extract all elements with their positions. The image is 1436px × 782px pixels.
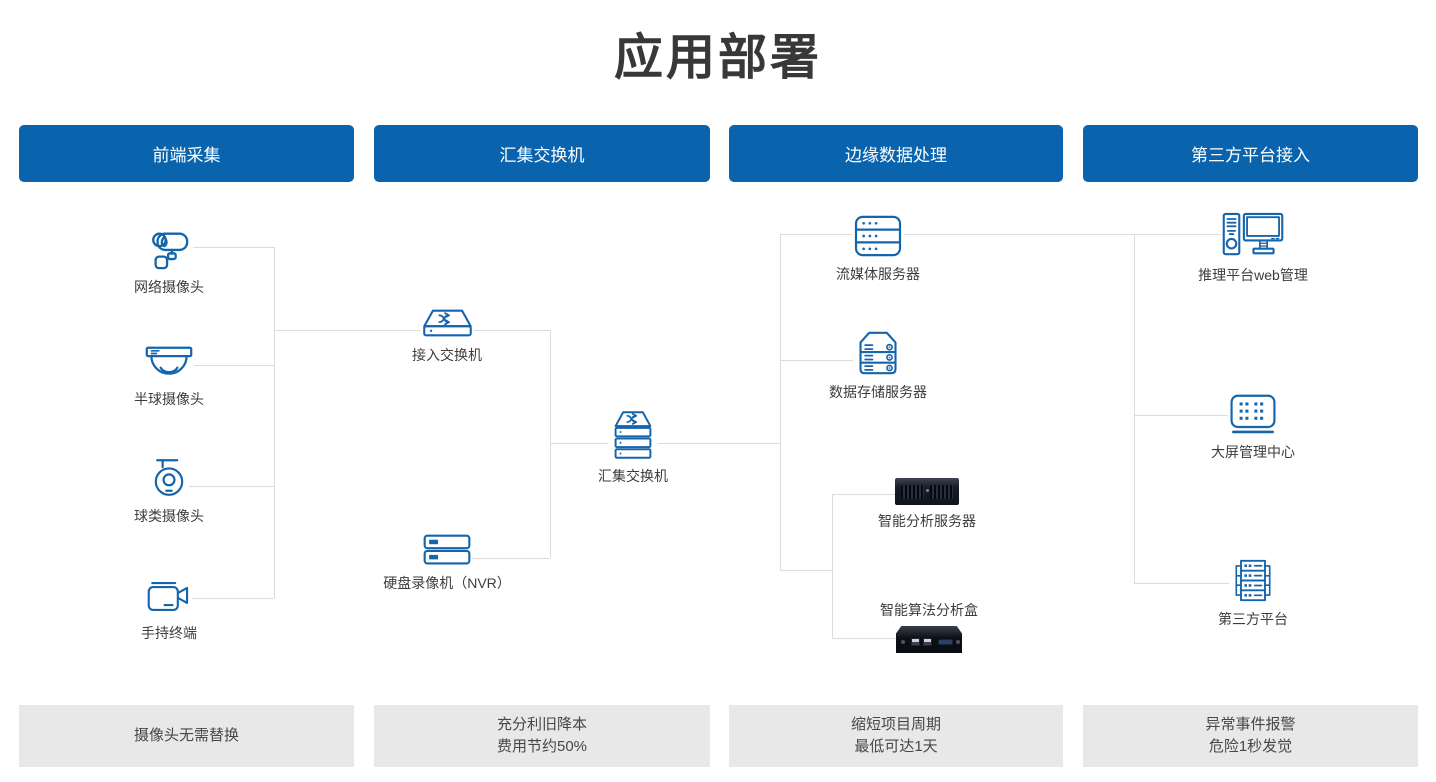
node-handheld-terminal: 手持终端: [109, 580, 229, 643]
connector-line: [780, 234, 781, 570]
connector-line: [194, 365, 274, 366]
footer-line: 充分利旧降本: [496, 716, 587, 733]
connector-line: [193, 247, 274, 248]
server-cluster-icon: [1229, 558, 1277, 603]
connector-line: [274, 330, 420, 331]
node-nvr: 硬盘录像机（NVR）: [362, 533, 532, 593]
node-label: 推理平台web管理: [1198, 267, 1308, 283]
connector-line: [1134, 234, 1135, 583]
node-label: 智能分析服务器: [878, 513, 976, 529]
node-label: 流媒体服务器: [836, 266, 920, 282]
node-label: 球类摄像头: [134, 508, 204, 524]
node-label: 第三方平台: [1218, 611, 1288, 627]
led-wall-icon: [1228, 393, 1278, 436]
node-inference-platform: 推理平台web管理: [1173, 211, 1333, 285]
node-aggregation-switch: 汇集交换机: [573, 410, 693, 486]
desktop-computer-icon: [1221, 211, 1285, 259]
rack-server-photo: [895, 478, 959, 505]
switch-icon: [419, 308, 476, 339]
node-ball-camera: 球类摄像头: [109, 456, 229, 526]
footer-line: 缩短项目周期: [850, 716, 941, 733]
node-big-screen-center: 大屏管理中心: [1183, 393, 1323, 462]
connector-line: [780, 234, 852, 235]
server-rack-icon: [852, 214, 904, 258]
header-button-edge-processing[interactable]: 边缘数据处理: [729, 125, 1063, 182]
node-streaming-server: 流媒体服务器: [818, 214, 938, 284]
connector-line: [1134, 415, 1228, 416]
connector-line: [832, 494, 895, 495]
node-third-party-platform: 第三方平台: [1183, 558, 1323, 629]
footer-benefit-4: 异常事件报警 危险1秒发觉: [1083, 705, 1418, 767]
dome-camera-icon: [144, 344, 194, 383]
node-label: 接入交换机: [412, 347, 482, 363]
footer-line: 最低可达1天: [854, 738, 938, 755]
footer-benefit-2: 充分利旧降本 费用节约50%: [374, 705, 710, 767]
connector-line: [780, 570, 832, 571]
page-title: 应用部署: [613, 31, 822, 85]
camcorder-icon: [146, 580, 192, 617]
node-label: 智能算法分析盒: [880, 602, 978, 618]
node-label: 硬盘录像机（NVR）: [383, 575, 511, 591]
header-button-third-party-access[interactable]: 第三方平台接入: [1083, 125, 1418, 182]
connector-line: [474, 330, 550, 331]
node-label: 数据存储服务器: [829, 384, 927, 400]
header-button-aggregation-switch[interactable]: 汇集交换机: [374, 125, 710, 182]
bullet-camera-icon: [145, 227, 193, 271]
analysis-box-photo: [896, 626, 962, 653]
node-analysis-server: 智能分析服务器: [857, 478, 997, 531]
connector-line: [189, 486, 274, 487]
connector-line: [1134, 583, 1229, 584]
node-label: 大屏管理中心: [1211, 444, 1295, 460]
connector-line: [274, 247, 275, 598]
header-button-frontend-collection[interactable]: 前端采集: [19, 125, 354, 182]
connector-line: [550, 443, 608, 444]
nvr-icon: [422, 533, 472, 567]
connector-line: [192, 598, 274, 599]
footer-line: 异常事件报警: [1205, 716, 1296, 733]
node-storage-server: 数据存储服务器: [818, 330, 938, 402]
connector-line: [832, 494, 833, 638]
connector-line: [780, 360, 853, 361]
stacked-switch-icon: [608, 410, 658, 460]
footer-line: 危险1秒发觉: [1208, 738, 1293, 755]
footer-benefit-3: 缩短项目周期 最低可达1天: [729, 705, 1063, 767]
ptz-camera-icon: [149, 456, 189, 500]
connector-line: [472, 558, 550, 559]
node-network-camera: 网络摄像头: [109, 227, 229, 297]
node-access-switch: 接入交换机: [387, 308, 507, 365]
connector-line: [904, 234, 1221, 235]
connector-line: [658, 443, 780, 444]
node-dome-camera: 半球摄像头: [109, 344, 229, 409]
footer-line: 费用节约50%: [496, 738, 588, 755]
connector-line: [550, 330, 551, 558]
footer-benefit-1: 摄像头无需替换: [19, 705, 354, 767]
node-analysis-box: 智能算法分析盒: [859, 600, 999, 653]
node-label: 手持终端: [141, 625, 197, 641]
node-label: 网络摄像头: [134, 279, 204, 295]
node-label: 半球摄像头: [134, 391, 204, 407]
footer-line: 摄像头无需替换: [133, 727, 239, 744]
connector-line: [832, 638, 896, 639]
storage-server-icon: [853, 330, 903, 376]
node-label: 汇集交换机: [598, 468, 668, 484]
